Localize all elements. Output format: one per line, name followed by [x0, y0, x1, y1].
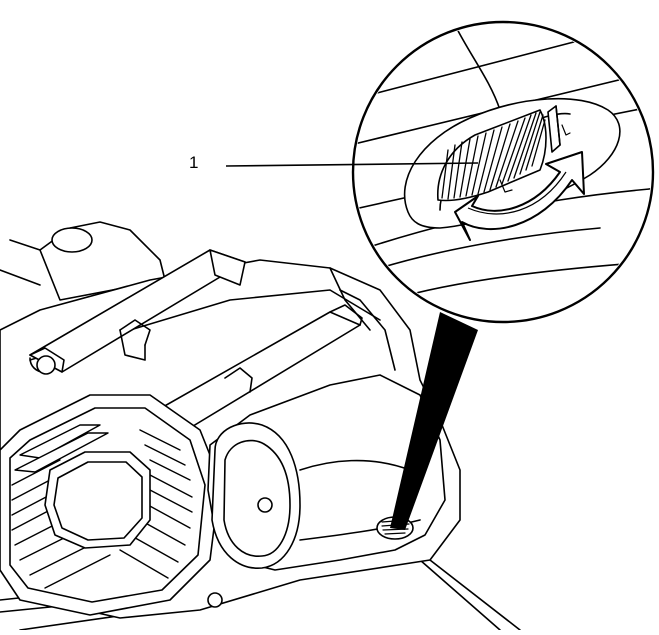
- belt-sander-body: [0, 221, 521, 631]
- curved-double-arrow-icon: [454, 151, 585, 241]
- callout-leader-line: [225, 162, 479, 167]
- roller-screw: [257, 497, 273, 513]
- zoom-pointer-cone: [390, 312, 478, 530]
- adjustment-thumbwheel: [437, 105, 561, 202]
- callout-number: 1: [189, 153, 199, 172]
- detail-magnifier: [351, 20, 655, 324]
- side-window: [44, 451, 151, 549]
- handle-cap: [51, 227, 93, 253]
